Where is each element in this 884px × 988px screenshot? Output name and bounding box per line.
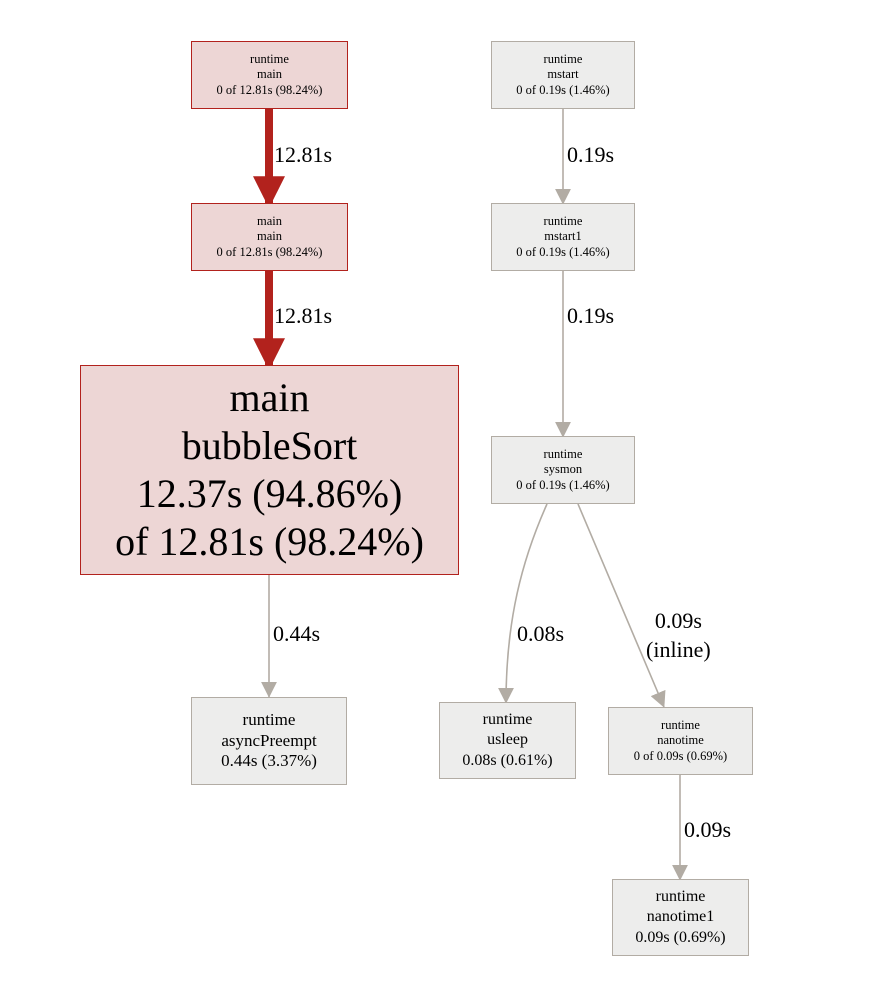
node-package: runtime bbox=[661, 717, 700, 732]
node-stat: 0 of 12.81s (98.24%) bbox=[216, 244, 323, 259]
node-package: runtime bbox=[543, 213, 583, 228]
node-package: main bbox=[257, 213, 282, 228]
node-function: nanotime1 bbox=[646, 908, 715, 926]
node-package: runtime bbox=[250, 51, 289, 66]
node-stat: 0 of 12.81s (98.24%) bbox=[216, 82, 323, 97]
node-function: sysmon bbox=[543, 462, 583, 477]
node-function: mstart1 bbox=[544, 229, 582, 244]
edge-label-main-main-to-bubblesort: 12.81s bbox=[274, 303, 333, 328]
edge-label-sysmon-to-usleep: 0.08s bbox=[517, 621, 565, 646]
node-bubblesort[interactable]: main bubbleSort 12.37s (94.86%) of 12.81… bbox=[80, 365, 459, 575]
edge-sysmon-to-usleep bbox=[498, 503, 548, 704]
node-usleep[interactable]: runtime usleep 0.08s (0.61%) bbox=[439, 702, 576, 779]
node-function: asyncPreempt bbox=[221, 730, 317, 750]
node-stat: 0 of 0.09s (0.69%) bbox=[633, 748, 728, 763]
edge-label-bubblesort-to-asyncpreempt: 0.44s bbox=[273, 621, 321, 646]
node-function: nanotime bbox=[657, 733, 704, 748]
node-stat: 0 of 0.19s (1.46%) bbox=[516, 477, 610, 492]
node-package: runtime bbox=[543, 51, 583, 66]
edge-sysmon-to-nanotime bbox=[577, 503, 666, 708]
node-sysmon[interactable]: runtime sysmon 0 of 0.19s (1.46%) bbox=[491, 436, 635, 504]
node-function: bubbleSort bbox=[181, 423, 358, 468]
node-stat: 0 of 0.19s (1.46%) bbox=[516, 244, 610, 259]
node-runtime-main[interactable]: runtime main 0 of 12.81s (98.24%) bbox=[191, 41, 348, 109]
node-package: runtime bbox=[655, 887, 706, 905]
edge-label-mstart1-to-sysmon: 0.19s bbox=[567, 303, 615, 328]
node-function: mstart bbox=[547, 67, 579, 82]
node-stat: 0.09s (0.69%) bbox=[635, 928, 726, 946]
node-package: main bbox=[229, 375, 310, 420]
node-nanotime[interactable]: runtime nanotime 0 of 0.09s (0.69%) bbox=[608, 707, 753, 775]
edge-label-sysmon-to-nanotime: 0.09s (inline) bbox=[646, 607, 711, 664]
node-function: main bbox=[257, 229, 282, 244]
edge-label-note: (inline) bbox=[646, 636, 711, 662]
edge-label-nanotime-to-nanotime1: 0.09s bbox=[684, 817, 732, 842]
node-flat-stat: 12.37s (94.86%) bbox=[136, 471, 403, 516]
edge-label-value: 0.09s bbox=[654, 608, 702, 633]
node-package: runtime bbox=[482, 710, 533, 728]
node-function: main bbox=[257, 67, 282, 82]
node-main-main[interactable]: main main 0 of 12.81s (98.24%) bbox=[191, 203, 348, 271]
node-cum-stat: of 12.81s (98.24%) bbox=[115, 519, 424, 564]
edge-label-mstart-to-mstart1: 0.19s bbox=[567, 142, 615, 167]
node-package: runtime bbox=[543, 446, 583, 461]
node-stat: 0 of 0.19s (1.46%) bbox=[516, 82, 610, 97]
node-asyncpreempt[interactable]: runtime asyncPreempt 0.44s (3.37%) bbox=[191, 697, 347, 785]
node-function: usleep bbox=[487, 731, 528, 749]
edge-label-runtime-main-to-main-main: 12.81s bbox=[274, 142, 333, 167]
node-package: runtime bbox=[242, 709, 296, 729]
node-stat: 0.44s (3.37%) bbox=[221, 751, 317, 771]
node-stat: 0.08s (0.61%) bbox=[462, 751, 553, 769]
node-mstart1[interactable]: runtime mstart1 0 of 0.19s (1.46%) bbox=[491, 203, 635, 271]
node-mstart[interactable]: runtime mstart 0 of 0.19s (1.46%) bbox=[491, 41, 635, 109]
node-nanotime1[interactable]: runtime nanotime1 0.09s (0.69%) bbox=[612, 879, 749, 956]
